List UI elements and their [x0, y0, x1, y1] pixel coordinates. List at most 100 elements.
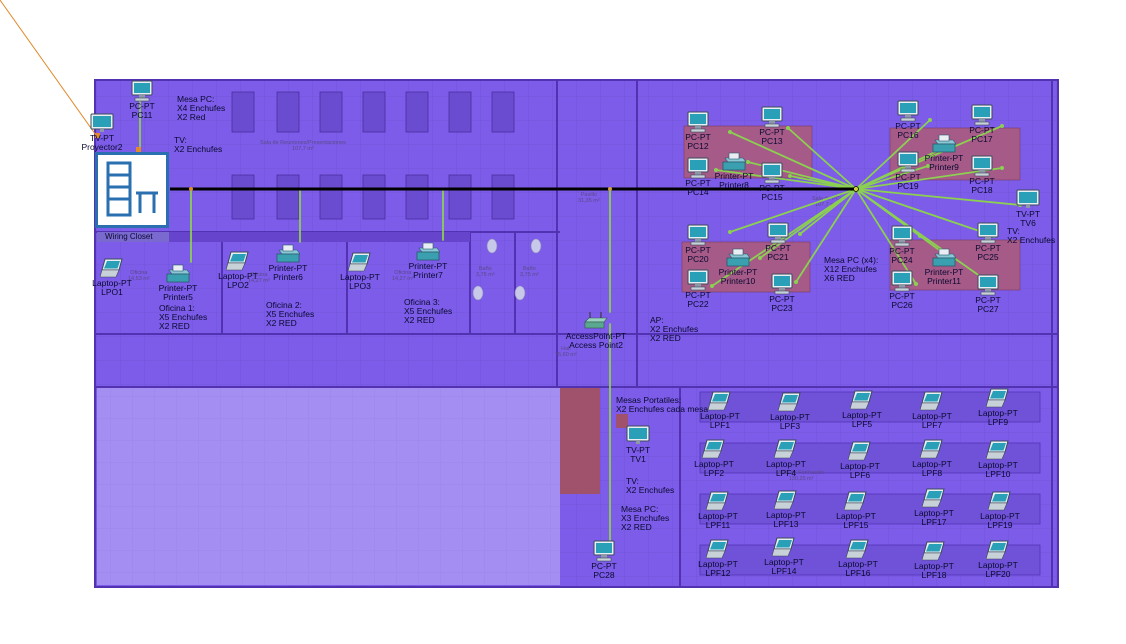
note-oficina2: Oficina 2: X5 Enchufes X2 RED: [266, 300, 315, 328]
device-type-label: Laptop-PT: [978, 408, 1018, 418]
laptop-icon: [919, 438, 944, 460]
device-type-label: Printer-PT: [268, 263, 308, 273]
tv-icon: [90, 112, 114, 134]
device-type-label: Laptop-PT: [978, 460, 1018, 470]
device-name-label: PC22: [687, 299, 709, 309]
laptop-icon: [845, 538, 870, 560]
printer-icon: [932, 132, 957, 154]
laptop-icon: [985, 387, 1010, 409]
port-dot: [608, 187, 612, 191]
link-endpoint: [714, 168, 718, 172]
laptop-icon: [987, 490, 1012, 512]
device-name-label: LPF6: [849, 470, 871, 480]
device-name-label: PC20: [687, 254, 709, 264]
device-name-label: LPF13: [773, 519, 799, 529]
printer-icon: [416, 240, 441, 262]
link-endpoint: [794, 280, 798, 284]
device-type-label: Laptop-PT: [698, 511, 738, 521]
wiring-closet[interactable]: [95, 152, 169, 228]
device-name-label: PC18: [971, 185, 993, 195]
device-type-label: Printer-PT: [714, 171, 754, 181]
printer-icon: [726, 246, 751, 268]
link-endpoint: [914, 282, 918, 286]
device-name-label: Printer6: [273, 272, 303, 282]
rack-icon: [106, 161, 158, 217]
pc-icon: [686, 224, 710, 246]
pc-icon: [970, 155, 994, 177]
link-hub-1: [787, 127, 857, 190]
device-name-label: PC24: [891, 255, 913, 265]
device-type-label: Laptop-PT: [766, 459, 806, 469]
ap-icon: [584, 310, 608, 332]
room-label-bano1: Baño 3,75 m²: [476, 266, 495, 278]
laptop-icon: [985, 539, 1010, 561]
link-hub-15: [795, 188, 857, 283]
device-type-label: TV-PT: [89, 133, 115, 143]
pc-icon: [970, 104, 994, 126]
link-endpoint: [798, 232, 802, 236]
device-type-label: PC-PT: [685, 290, 711, 300]
printer-icon: [722, 150, 747, 172]
device-type-label: PC-PT: [759, 183, 785, 193]
device-type-label: PC-PT: [895, 121, 921, 131]
device-type-label: Laptop-PT: [836, 511, 876, 521]
device-type-label: Laptop-PT: [766, 510, 806, 520]
room-label-oficina3: Oficina 14,27 m²: [392, 270, 414, 282]
device-name-label: PC11: [131, 110, 153, 120]
device-type-label: Laptop-PT: [914, 508, 954, 518]
tv-icon: [1016, 188, 1040, 210]
